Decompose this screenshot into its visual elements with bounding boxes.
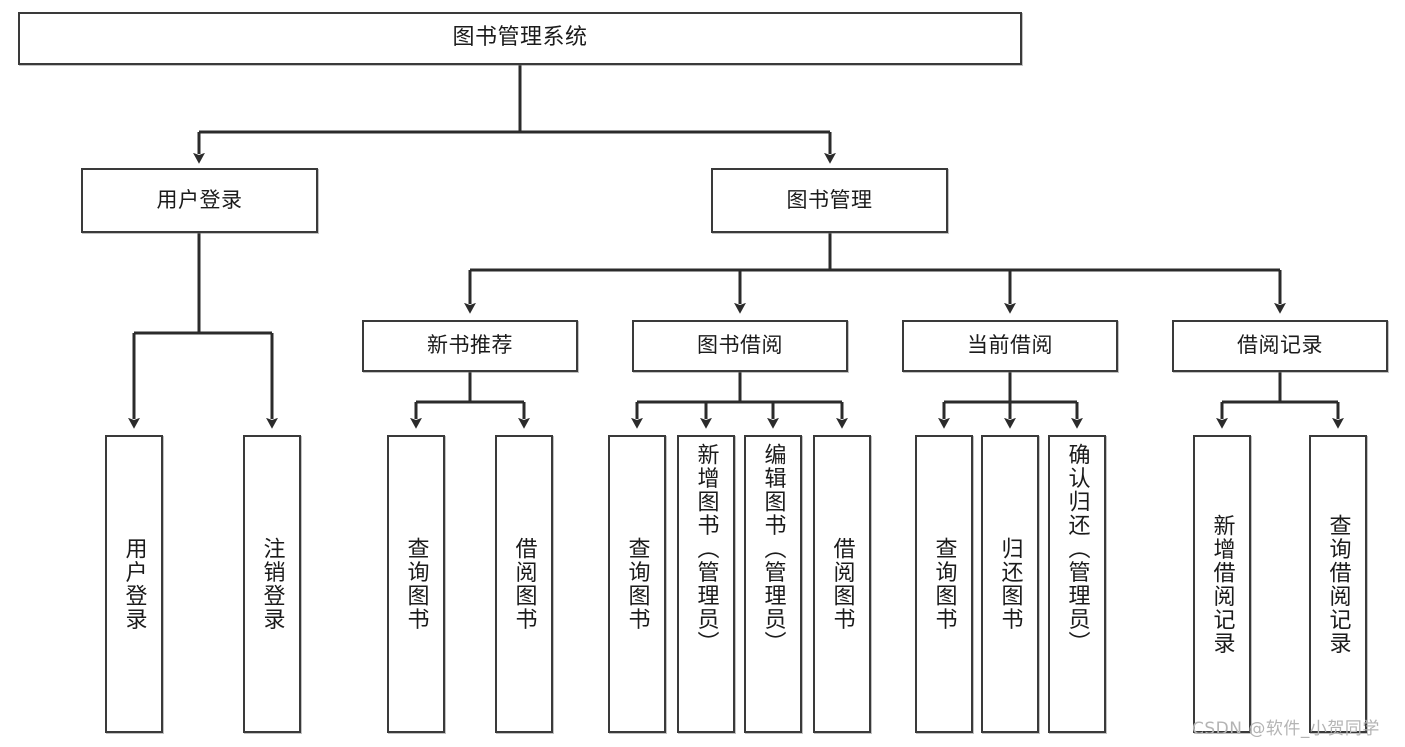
node-leaf-query-book-3[interactable]: 查询图书 — [915, 435, 973, 733]
node-label: 查询图书 — [403, 537, 429, 631]
node-label: 归还图书 — [997, 537, 1023, 631]
node-label: 图书管理 — [786, 187, 873, 212]
node-leaf-borrow-book-1[interactable]: 借阅图书 — [495, 435, 553, 733]
node-label: 借阅图书 — [829, 537, 855, 631]
node-leaf-edit-book[interactable]: 编辑图书（管理员） — [744, 435, 802, 733]
node-label: 新增借阅记录 — [1209, 513, 1235, 655]
node-label: 借阅记录 — [1237, 333, 1323, 358]
node-new-book-recommend[interactable]: 新书推荐 — [362, 320, 578, 372]
node-current-borrow[interactable]: 当前借阅 — [902, 320, 1118, 372]
node-leaf-logout-login[interactable]: 注销登录 — [243, 435, 301, 733]
node-leaf-add-borrow-record[interactable]: 新增借阅记录 — [1193, 435, 1251, 733]
csdn-watermark: CSDN @软件_小贺同学 — [1192, 719, 1380, 739]
node-leaf-user-login[interactable]: 用户登录 — [105, 435, 163, 733]
node-user-login[interactable]: 用户登录 — [81, 168, 318, 233]
node-label: 查询图书 — [624, 537, 650, 631]
node-label: 新书推荐 — [427, 333, 513, 358]
node-book-management-system[interactable]: 图书管理系统 — [18, 12, 1022, 65]
node-borrow-record[interactable]: 借阅记录 — [1172, 320, 1388, 372]
node-leaf-borrow-book-2[interactable]: 借阅图书 — [813, 435, 871, 733]
node-book-borrow[interactable]: 图书借阅 — [632, 320, 848, 372]
node-leaf-confirm-return[interactable]: 确认归还（管理员） — [1048, 435, 1106, 733]
node-label: 图书借阅 — [697, 333, 783, 358]
node-label: 借阅图书 — [511, 537, 537, 631]
node-leaf-add-book[interactable]: 新增图书（管理员） — [677, 435, 735, 733]
node-label: 图书管理系统 — [452, 25, 588, 51]
node-book-manage[interactable]: 图书管理 — [711, 168, 948, 233]
node-label: 当前借阅 — [967, 333, 1053, 358]
node-label: 用户登录 — [156, 187, 243, 212]
node-label: 新增图书（管理员） — [693, 443, 719, 655]
node-label: 注销登录 — [259, 537, 285, 631]
node-label: 查询图书 — [931, 537, 957, 631]
node-label: 确认归还（管理员） — [1064, 443, 1090, 655]
node-leaf-query-borrow-record[interactable]: 查询借阅记录 — [1309, 435, 1367, 733]
node-label: 查询借阅记录 — [1325, 513, 1351, 655]
node-leaf-query-book-2[interactable]: 查询图书 — [608, 435, 666, 733]
node-leaf-query-book-1[interactable]: 查询图书 — [387, 435, 445, 733]
node-label: 编辑图书（管理员） — [760, 443, 786, 655]
node-label: 用户登录 — [121, 537, 147, 631]
node-leaf-return-book[interactable]: 归还图书 — [981, 435, 1039, 733]
